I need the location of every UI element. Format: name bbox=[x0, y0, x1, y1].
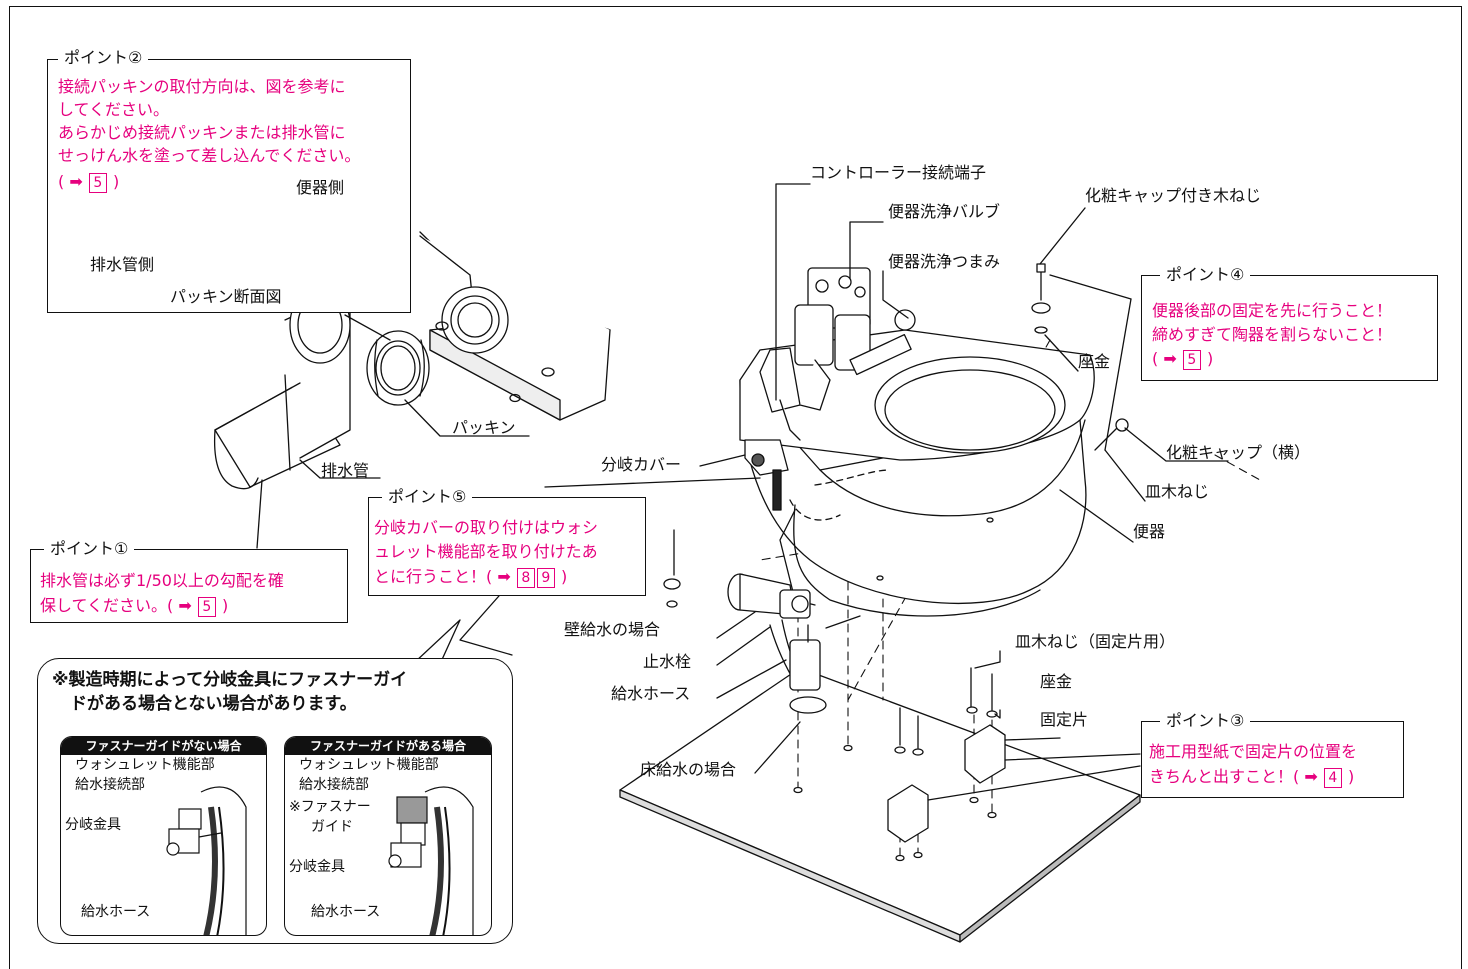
supply-hose-label: 給水ホース bbox=[311, 904, 381, 920]
point-5-title: ポイント⑤ bbox=[382, 487, 473, 507]
point-4-title: ポイント④ bbox=[1160, 265, 1251, 285]
fastener-guide-label-2: ガイド bbox=[311, 819, 353, 835]
point-2-box bbox=[47, 59, 411, 313]
cosmetic-cap-side-label: 化粧キャップ（横） bbox=[1166, 443, 1311, 462]
branch-fitting-label: 分岐金具 bbox=[289, 859, 345, 875]
ref-paren-close: ) bbox=[112, 172, 120, 191]
arrow-right-icon: ➡ bbox=[497, 567, 511, 586]
point-5-line-2: ュレット機能部を取り付けたあ bbox=[374, 542, 598, 561]
branch-cover-label: 分岐カバー bbox=[601, 455, 682, 474]
wall-supply-label: 壁給水の場合 bbox=[564, 620, 661, 639]
flush-valve-assembly bbox=[759, 267, 916, 441]
ref-step-number: 5 bbox=[88, 172, 107, 193]
page-frame bbox=[9, 6, 1462, 969]
note-title: ※製造時期によって分岐金具にファスナーガイ ドがある場合とない場合があります。 bbox=[52, 668, 407, 716]
panel-header: ファスナーガイドがない場合 bbox=[61, 737, 266, 755]
point-5-box bbox=[368, 497, 646, 596]
supply-hose-label: 給水ホース bbox=[611, 684, 691, 703]
floor-supply-label: 床給水の場合 bbox=[640, 760, 737, 779]
branch-fitting-illustration bbox=[166, 786, 247, 935]
fastener-guide-label-1: ※ファスナー bbox=[289, 799, 371, 815]
flush-knob-label: 便器洗浄つまみ bbox=[888, 252, 1001, 271]
washer-2-label: 座金 bbox=[1040, 672, 1073, 691]
countersunk-screw-fixing-label: 皿木ねじ（固定片用） bbox=[1015, 632, 1176, 651]
floor-holes bbox=[793, 744, 997, 862]
point-5-line-3-text: とに行うこと！( bbox=[374, 567, 493, 586]
supply-hose-label: 給水ホース bbox=[81, 904, 151, 920]
screw-with-cap-label: 化粧キャップ付き木ねじ bbox=[1085, 186, 1262, 205]
point-4-line-1: 便器後部の固定を先に行うこと！ bbox=[1152, 301, 1393, 320]
ref-paren-open: ( bbox=[58, 172, 65, 191]
note-line-1: ※製造時期によって分岐金具にファスナーガイ bbox=[52, 670, 408, 690]
countersunk-screw-label: 皿木ねじ bbox=[1145, 482, 1210, 501]
point-2-title: ポイント② bbox=[58, 48, 149, 68]
ref-step-number: 4 bbox=[1323, 767, 1342, 788]
arrow-right-icon: ➡ bbox=[69, 172, 83, 191]
ref-step-number: 9 bbox=[536, 567, 555, 588]
controller-terminal-label: コントローラー接続端子 bbox=[810, 163, 987, 182]
arrow-right-icon: ➡ bbox=[1163, 349, 1177, 368]
packing-ring bbox=[366, 330, 430, 406]
floor-plate bbox=[619, 667, 1141, 943]
point-5-line-1: 分岐カバーの取り付けはウォシ bbox=[374, 518, 599, 537]
toilet-side-label: 便器側 bbox=[296, 178, 345, 197]
toilet-bowl-label: 便器 bbox=[1133, 522, 1166, 541]
point-1-line-1: 排水管は必ず1/50以上の勾配を確 bbox=[40, 571, 284, 590]
point-3-line-1: 施工用型紙で固定片の位置を bbox=[1149, 742, 1358, 761]
branch-fitting-label: 分岐金具 bbox=[65, 817, 121, 833]
floor-stop-valve bbox=[789, 624, 827, 714]
washlet-part-label: ウォシュレット機能部 bbox=[75, 757, 215, 773]
point-2-line-1: 接続パッキンの取付方向は、図を参考に bbox=[58, 77, 346, 96]
branch-fitting-with-guide-illustration bbox=[388, 786, 474, 935]
point-3-title: ポイント③ bbox=[1160, 711, 1251, 731]
point-1-line-2: 保してください。( ➡ 5 ) bbox=[40, 595, 228, 617]
point-4-ref: ( ➡ 5 ) bbox=[1152, 348, 1213, 370]
leader-lines bbox=[256, 183, 1229, 801]
point-3-line-2: きちんと出すこと！( ➡ 4 ) bbox=[1149, 766, 1354, 788]
washer-label: 座金 bbox=[1078, 352, 1111, 371]
ref-paren-close: ) bbox=[1347, 767, 1355, 786]
ref-paren-close: ) bbox=[1206, 349, 1214, 368]
point-3-box bbox=[1141, 721, 1404, 798]
point-4-box bbox=[1141, 275, 1438, 381]
drain-side-label: 排水管側 bbox=[90, 255, 155, 274]
ref-paren-close: ) bbox=[560, 567, 568, 586]
point-2-line-2: してください。 bbox=[58, 100, 170, 119]
ref-paren-close: ) bbox=[221, 596, 229, 615]
point-1-title: ポイント① bbox=[44, 539, 135, 559]
panel-no-fastener-guide: ファスナーガイドがない場合 ウォシュレット機能部 給水接続部 分岐金具 給水ホー… bbox=[60, 736, 267, 936]
packing-section-caption: パッキン断面図 bbox=[170, 287, 282, 306]
flush-valve-label: 便器洗浄バルブ bbox=[888, 202, 1001, 221]
branch-cover bbox=[744, 439, 789, 511]
fixing-piece-label: 固定片 bbox=[1040, 710, 1089, 729]
arrow-right-icon: ➡ bbox=[178, 596, 192, 615]
ref-step-number: 8 bbox=[516, 567, 535, 588]
ref-step-number: 5 bbox=[1182, 349, 1201, 370]
point-4-line-2: 締めすぎて陶器を割らないこと！ bbox=[1152, 325, 1393, 344]
screws bbox=[663, 263, 1129, 756]
point-3-line-2-text: きちんと出すこと！( bbox=[1149, 767, 1300, 786]
supply-joint-label: 給水接続部 bbox=[299, 777, 369, 793]
point-1-box bbox=[30, 549, 348, 623]
washlet-part-label: ウォシュレット機能部 bbox=[299, 757, 439, 773]
drain-area-toilet-fragment bbox=[419, 231, 611, 421]
stop-valve-label: 止水栓 bbox=[643, 652, 692, 671]
drain-pipe bbox=[213, 286, 351, 490]
panel-with-fastener-guide: ファスナーガイドがある場合 ウォシュレット機能部 給水接続部 ※ファスナー ガイ… bbox=[284, 736, 492, 936]
arrow-right-icon: ➡ bbox=[1304, 767, 1318, 786]
ref-paren-open: ( bbox=[1152, 349, 1159, 368]
packing-label: パッキン bbox=[452, 418, 516, 437]
ref-step-number: 5 bbox=[197, 596, 216, 617]
point-2-line-3: あらかじめ接続パッキンまたは排水管に bbox=[58, 123, 346, 142]
note-line-2: ドがある場合とない場合があります。 bbox=[70, 694, 357, 714]
drain-pipe-label: 排水管 bbox=[321, 461, 370, 480]
point-2-ref: ( ➡ 5 ) bbox=[58, 171, 119, 193]
point-2-line-4: せっけん水を塗って差し込んでください。 bbox=[58, 146, 361, 165]
fixing-pieces bbox=[887, 724, 1006, 843]
point-1-line-2-text: 保してください。( bbox=[40, 596, 174, 615]
panel-header: ファスナーガイドがある場合 bbox=[285, 737, 491, 755]
supply-joint-label: 給水接続部 bbox=[75, 777, 145, 793]
